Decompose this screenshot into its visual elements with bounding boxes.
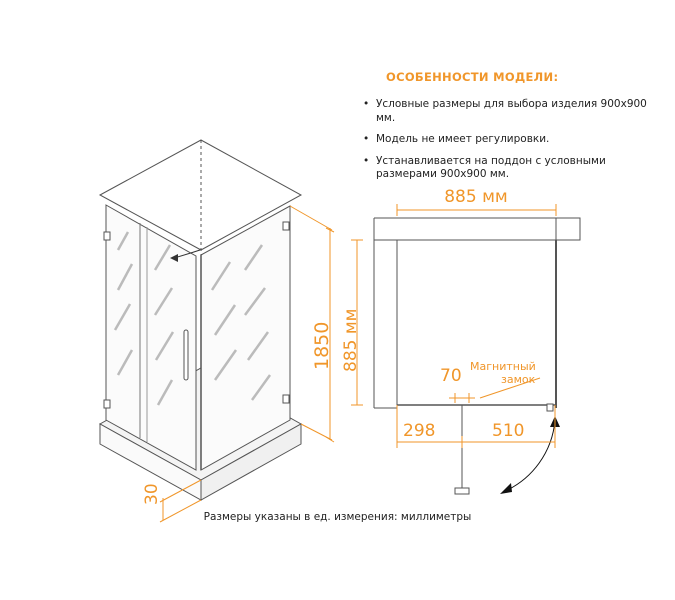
magnet-label-line1: Магнитный bbox=[470, 360, 536, 373]
model-features: ОСОБЕННОСТИ МОДЕЛИ: Условные размеры для… bbox=[360, 70, 660, 190]
tray-height-label: 30 bbox=[142, 483, 162, 505]
height-dimension bbox=[289, 205, 335, 443]
plan-view bbox=[373, 217, 581, 495]
magnet-label-line2: замок bbox=[501, 373, 536, 386]
tray-height-dimension bbox=[159, 479, 202, 523]
features-list: Условные размеры для выбора изделия 900х… bbox=[360, 98, 660, 182]
height-label: 1850 bbox=[311, 322, 333, 370]
tray-front-right bbox=[200, 423, 302, 501]
units-note: Размеры указаны в ед. измерения: миллиме… bbox=[203, 511, 472, 523]
door-handle bbox=[183, 329, 189, 381]
glass-texture bbox=[113, 231, 272, 406]
plan-depth-label: 885 мм bbox=[341, 308, 361, 372]
features-title: ОСОБЕННОСТИ МОДЕЛИ: bbox=[386, 70, 559, 84]
plan-dimensions bbox=[351, 204, 557, 448]
gap-label: 70 bbox=[440, 366, 462, 386]
left-part-label: 298 bbox=[403, 421, 435, 441]
feature-item: Модель не имеет регулировки. bbox=[363, 133, 660, 147]
feature-item: Устанавливается на поддон с условными ра… bbox=[363, 155, 660, 182]
top-frame bbox=[98, 139, 303, 251]
shower-3d-view bbox=[98, 139, 303, 501]
plan-width-label: 885 мм bbox=[444, 187, 508, 207]
right-part-label: 510 bbox=[492, 421, 524, 441]
feature-item: Условные размеры для выбора изделия 900х… bbox=[363, 98, 660, 125]
